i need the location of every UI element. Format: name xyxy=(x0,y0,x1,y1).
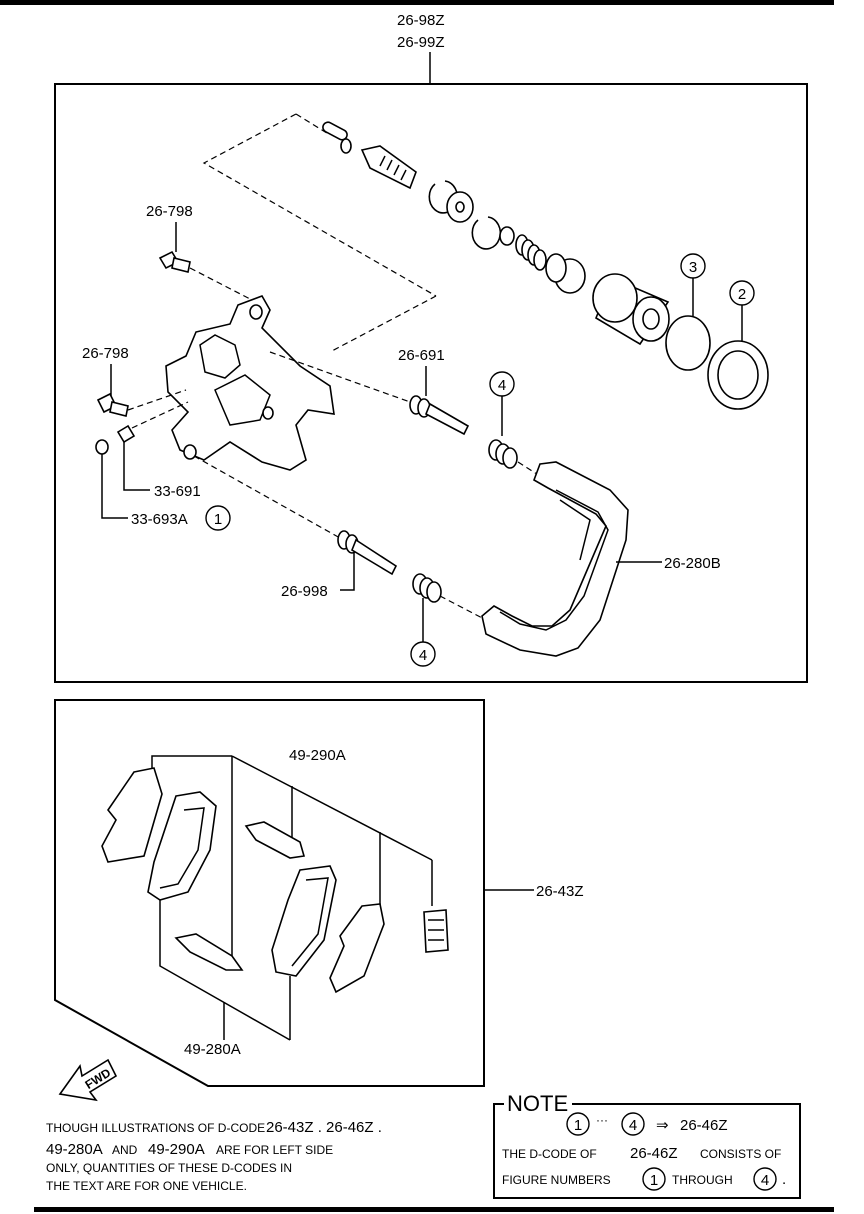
svg-text:4: 4 xyxy=(419,647,427,664)
caliper-body-part[interactable] xyxy=(165,295,335,471)
leader-guide-pin-lower xyxy=(340,552,355,591)
left-note-line2c: 49-290A xyxy=(148,1141,205,1158)
leader-bleeder-screw xyxy=(123,442,150,491)
note-line2a: THE D-CODE OF xyxy=(502,1147,597,1161)
note-line3-ref-1: 1 xyxy=(642,1167,666,1191)
svg-text:1: 1 xyxy=(214,511,222,528)
dashed-line xyxy=(127,389,187,411)
piston-part[interactable] xyxy=(592,273,670,346)
dashed-line xyxy=(269,351,411,403)
label-bleeder-screw[interactable]: 33-691 xyxy=(154,483,201,500)
brake-pad-frame xyxy=(54,699,485,1087)
label-shim-kit-upper[interactable]: 49-290A xyxy=(289,747,346,764)
left-note-line4: THE TEXT ARE FOR ONE VEHICLE. xyxy=(46,1179,247,1193)
note-ref-circle-4: 4 xyxy=(621,1112,645,1136)
bleeder-screw-part[interactable] xyxy=(116,424,136,444)
dashed-line xyxy=(329,295,437,353)
lower-clip-part[interactable] xyxy=(174,933,244,971)
note-line3-ref-4: 4 xyxy=(753,1167,777,1191)
dashed-line xyxy=(439,595,487,621)
top-border-bar xyxy=(0,0,834,5)
label-bracket[interactable]: 26-280B xyxy=(664,555,721,572)
small-washer-part[interactable] xyxy=(499,226,515,246)
label-bleeder-cap[interactable]: 33-693A xyxy=(131,511,188,528)
boot-upper-part[interactable] xyxy=(488,439,518,469)
note-line3b: THROUGH xyxy=(672,1173,733,1187)
dust-boot-part[interactable] xyxy=(707,340,769,410)
note-line2c: CONSISTS OF xyxy=(700,1147,781,1161)
note-line3a: FIGURE NUMBERS xyxy=(502,1173,611,1187)
ref-circle-4-upper[interactable]: 4 xyxy=(489,371,515,397)
outer-pad-part[interactable] xyxy=(147,791,217,901)
leader-bleeder-cap xyxy=(101,454,128,519)
note-box-frame xyxy=(493,1103,801,1199)
left-note-line3: ONLY, QUANTITIES OF THESE D-CODES IN xyxy=(46,1161,292,1175)
washer-part[interactable] xyxy=(446,191,474,223)
bleeder-cap-part[interactable] xyxy=(95,439,109,455)
piston-group-dashed-outline xyxy=(202,113,437,297)
ref-circle-3[interactable]: 3 xyxy=(680,253,706,279)
note-ellipsis: ··· xyxy=(596,1113,608,1127)
bleeder-pin-part[interactable] xyxy=(321,120,352,154)
ref-circle-4-lower[interactable]: 4 xyxy=(410,641,436,667)
leader-line xyxy=(231,755,433,861)
label-assembly-26-98z[interactable]: 26-98Z xyxy=(397,12,445,29)
label-pad-kit[interactable]: 26-43Z xyxy=(536,883,584,900)
left-note-line2d: ARE FOR LEFT SIDE xyxy=(216,1143,333,1157)
bolt-upper-part[interactable] xyxy=(158,250,191,273)
ref-circle-2[interactable]: 2 xyxy=(729,280,755,306)
label-shim-kit-lower[interactable]: 49-280A xyxy=(184,1041,241,1058)
bolt-left-part[interactable] xyxy=(96,392,129,417)
forward-arrow-icon: FWD xyxy=(58,1058,118,1102)
guide-pin-upper-part[interactable] xyxy=(409,395,470,436)
wear-indicator-part[interactable] xyxy=(423,909,449,953)
adjuster-bolt-part[interactable] xyxy=(360,145,417,190)
leader-shim-kit-lower xyxy=(159,900,291,1041)
upper-clip-part[interactable] xyxy=(244,821,306,859)
caliper-assembly-frame xyxy=(54,83,808,683)
label-bolt-upper[interactable]: 26-798 xyxy=(146,203,193,220)
boot-lower-part[interactable] xyxy=(412,573,442,603)
guide-pin-lower-part[interactable] xyxy=(337,530,398,576)
inner-pad-part[interactable] xyxy=(271,865,337,977)
dashed-line xyxy=(193,455,341,539)
label-bolt-left[interactable]: 26-798 xyxy=(82,345,129,362)
note-code: 26-46Z xyxy=(680,1117,728,1134)
note-line3-end: . xyxy=(782,1171,786,1188)
svg-text:1: 1 xyxy=(574,1117,582,1134)
note-title: NOTE xyxy=(507,1091,568,1116)
label-assembly-26-99z[interactable]: 26-99Z xyxy=(397,34,445,51)
svg-text:2: 2 xyxy=(738,286,746,303)
dashed-line xyxy=(189,267,253,301)
left-note-line1b: 26-43Z . 26-46Z . xyxy=(266,1119,382,1136)
spring-seat-part[interactable] xyxy=(545,253,586,294)
label-guide-pin-upper[interactable]: 26-691 xyxy=(398,347,445,364)
note-arrow: ⇒ xyxy=(656,1117,669,1134)
left-note-line2a: 49-280A xyxy=(46,1141,103,1158)
svg-text:4: 4 xyxy=(629,1117,637,1134)
outer-shim-part[interactable] xyxy=(101,767,163,863)
left-note-line2b: AND xyxy=(112,1143,138,1157)
ref-circle-1-bleeder[interactable]: 1 xyxy=(205,505,231,531)
dashed-line xyxy=(131,401,189,429)
svg-text:1: 1 xyxy=(650,1172,658,1189)
piston-seal-part[interactable] xyxy=(665,315,711,371)
snap-ring-2-part[interactable] xyxy=(471,216,502,250)
label-guide-pin-lower[interactable]: 26-998 xyxy=(281,583,328,600)
caliper-bracket-part[interactable] xyxy=(481,461,629,657)
bottom-border-bar xyxy=(34,1207,834,1212)
note-ref-circle-1: 1 xyxy=(566,1112,590,1136)
spring-part[interactable] xyxy=(515,234,547,271)
svg-text:3: 3 xyxy=(689,259,697,276)
left-note-line1a: THOUGH ILLUSTRATIONS OF D-CODE xyxy=(46,1121,265,1135)
inner-shim-part[interactable] xyxy=(329,903,385,994)
leader-shim-kit-upper xyxy=(151,755,232,770)
svg-text:4: 4 xyxy=(761,1172,769,1189)
svg-text:4: 4 xyxy=(498,377,506,394)
note-line2b: 26-46Z xyxy=(630,1145,678,1162)
